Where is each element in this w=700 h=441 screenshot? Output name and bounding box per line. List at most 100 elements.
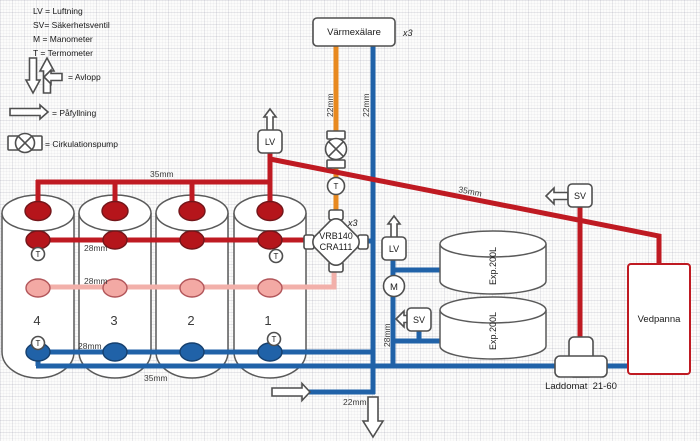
manometer-label: M	[390, 282, 398, 293]
laddomat-joint-patch	[571, 358, 591, 375]
legend-down-arrow-icon	[24, 57, 42, 95]
port-blue-tank1	[257, 342, 283, 362]
legend-line-m: M = Manometer	[33, 34, 93, 44]
exp-tank-upper-rim	[439, 230, 547, 258]
port-pink-tank1	[257, 278, 283, 298]
air-vent-exp-branch: LV	[381, 214, 407, 261]
port-pink-tank2	[179, 278, 205, 298]
thermometer-tank4-top-dial	[30, 246, 46, 262]
tank-2-number: 2	[187, 313, 194, 328]
label-tank-blue-28mm: 28mm	[78, 341, 102, 351]
legend-left-arrow-icon	[42, 68, 63, 86]
thermometer-hx-dial	[326, 176, 346, 196]
tank-4-number: 4	[33, 313, 40, 328]
legend-pafyllning-label: = Påfyllning	[52, 108, 96, 118]
thermometer-tank4-bottom-label: T	[36, 339, 41, 348]
label-side-28mm: 28mm	[84, 243, 108, 253]
pipe-pink-28mm	[38, 266, 337, 290]
air-vent-tank1-box	[257, 129, 283, 154]
up-arrow-icon	[262, 107, 278, 132]
thermometer-tank4-bottom-dial	[30, 335, 46, 351]
legend-pump-x-mark	[17, 135, 33, 151]
legend-avlopp-label: = Avlopp	[68, 72, 101, 82]
label-pink-28mm: 28mm	[84, 276, 108, 286]
label-hx-hot-22mm: 22mm	[325, 93, 335, 117]
storage-tanks	[1, 194, 307, 379]
exp-tank-upper-label: Exp.200L	[488, 247, 498, 285]
thermometer-hx: T	[326, 176, 346, 196]
tank-1-number: 1	[264, 313, 271, 328]
port-pink-tank4	[25, 278, 51, 298]
heat-exchanger-label: Värmexälare	[327, 27, 381, 38]
tank-3-number: 3	[110, 313, 117, 328]
manometer-dial	[382, 274, 406, 298]
boiler-box	[627, 263, 691, 375]
port-top-tank4	[24, 200, 52, 222]
tank-thermometers: T T T T	[30, 246, 284, 351]
air-vent-exp-box	[381, 236, 407, 261]
port-side-tank2	[179, 230, 205, 250]
safety-valve-boiler-label: SV	[574, 191, 586, 201]
safety-valve-exp-box	[406, 307, 432, 332]
laddomat-label: Laddomat 21-60	[545, 381, 617, 392]
thermometer-tank1-top-dial	[268, 248, 284, 264]
port-side-tank1	[257, 230, 283, 250]
safety-valve-boiler: SV	[544, 183, 593, 208]
pump-flange-bottom	[326, 159, 346, 169]
safety-valve-boiler-box	[567, 183, 593, 208]
boiler-label: Vedpanna	[638, 314, 682, 325]
legend-line-lv: LV = Luftning	[33, 6, 83, 16]
legend-right-arrow-icon	[9, 103, 50, 121]
manometer: M	[382, 274, 406, 298]
pump-x-mark	[328, 141, 344, 157]
legend-line-sv: SV= Säkerhetsventil	[33, 20, 110, 30]
legend-cirkulationspump-label: = Cirkulationspump	[45, 139, 118, 149]
red-pipes	[35, 152, 662, 346]
tank-ports	[24, 200, 284, 362]
port-top-tank1	[256, 200, 284, 222]
valve-body	[312, 218, 360, 266]
thermometer-tank1-top-label: T	[274, 252, 279, 261]
exp-tank-upper-body	[439, 244, 547, 295]
port-pink-tank3	[102, 278, 128, 298]
port-top-tank2	[178, 200, 206, 222]
air-vent-tank1: LV	[257, 107, 283, 154]
label-drain-22mm: 22mm	[343, 397, 367, 407]
port-top-tank3	[101, 200, 129, 222]
safety-valve-exp-label: SV	[413, 315, 425, 325]
left-arrow-icon	[544, 186, 569, 206]
valve-label-line1: VRB140	[319, 231, 353, 241]
mixing-valve: VRB140 CRA111 x3	[303, 209, 369, 273]
thermometer-tank4-top-label: T	[36, 250, 41, 259]
safety-valve-exp: SV	[394, 307, 432, 332]
valve-count: x3	[347, 218, 358, 228]
wood-boiler: Vedpanna	[627, 263, 691, 375]
legend: LV = Luftning SV= Säkerhetsventil M = Ma…	[7, 6, 118, 154]
port-blue-tank2	[179, 342, 205, 362]
port-blue-tank3	[102, 342, 128, 362]
label-bottom-35mm: 35mm	[144, 373, 168, 383]
heat-exchanger-box	[312, 17, 396, 47]
heat-exchanger-count: x3	[402, 28, 413, 38]
circulation-pump	[324, 130, 348, 169]
drain-down-arrow-icon	[361, 396, 385, 439]
thermometer-hx-label: T	[334, 182, 339, 191]
exp-tank-lower-label: Exp.200L	[488, 312, 498, 350]
expansion-tanks: Exp.200L Exp.200L	[439, 230, 547, 360]
air-vent-exp-label: LV	[389, 244, 399, 254]
thermometer-tank1-bottom-label: T	[272, 335, 277, 344]
valve-label-line2: CRA111	[320, 242, 353, 252]
exp-tank-lower-body	[439, 310, 547, 360]
exp-tank-lower-rim	[439, 296, 547, 324]
fill-right-arrow-icon	[271, 381, 312, 403]
up-arrow-icon	[386, 214, 402, 239]
label-top-35mm: 35mm	[150, 169, 174, 179]
tank-numbers: 4 3 2 1	[33, 313, 271, 328]
legend-line-t: T = Termometer	[33, 48, 93, 58]
thermometer-tank1-bottom-dial	[266, 331, 282, 347]
pipe-red-boiler-35mm	[269, 156, 662, 266]
port-side-tank3	[102, 230, 128, 250]
pipe-labels: 35mm 28mm 28mm 28mm 35mm 35mm 22mm 22mm …	[78, 93, 483, 407]
